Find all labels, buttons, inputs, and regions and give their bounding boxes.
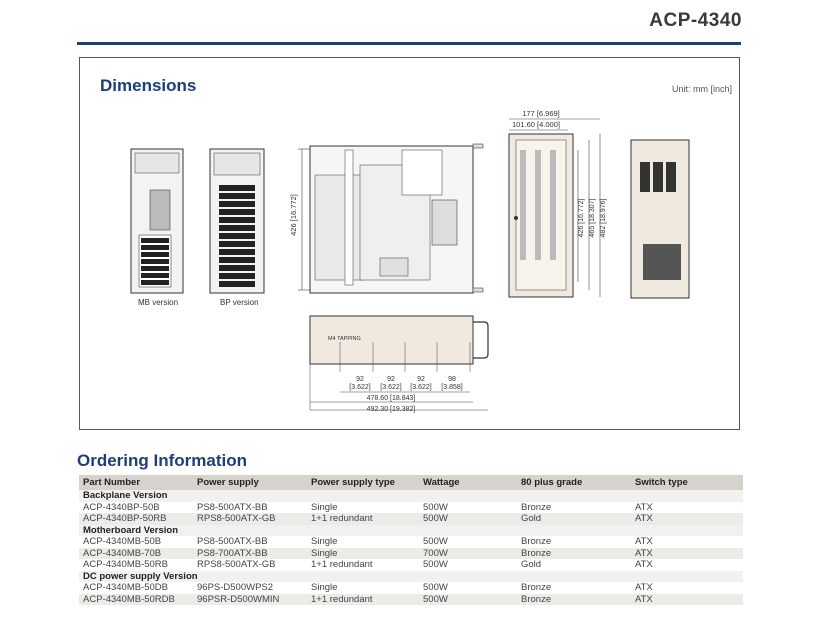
front-view-drawing xyxy=(508,118,601,298)
table-row: ACP-4340MB-50RB RPS8-500ATX-GB 1+1 redun… xyxy=(79,559,743,571)
table-cell: ACP-4340BP-50RB xyxy=(79,513,193,525)
table-row: ACP-4340MB-70B PS8-700ATX-BB Single 700W… xyxy=(79,547,743,559)
table-row: ACP-4340MB-50RDB 96PSR-D500WMIN 1+1 redu… xyxy=(79,593,743,605)
group-label: DC power supply Version xyxy=(79,570,743,582)
pitch-2-label: 92 xyxy=(387,376,395,383)
mb-version-drawing xyxy=(130,148,184,294)
unit-label: Unit: mm [inch] xyxy=(672,84,733,94)
table-cell: 500W xyxy=(419,593,517,605)
table-cell: 500W xyxy=(419,536,517,548)
table-cell: Single xyxy=(307,547,419,559)
table-cell: Bronze xyxy=(517,593,631,605)
group-row: Motherboard Version xyxy=(79,524,743,536)
table-cell: ATX xyxy=(631,547,743,559)
table-cell: PS8-500ATX-BB xyxy=(193,501,307,513)
table-cell: 700W xyxy=(419,547,517,559)
table-row: ACP-4340BP-50B PS8-500ATX-BB Single 500W… xyxy=(79,501,743,513)
table-cell: 96PSR-D500WMIN xyxy=(193,593,307,605)
column-header: Power supply xyxy=(193,475,307,490)
table-cell: 500W xyxy=(419,559,517,571)
rear-view-drawing xyxy=(630,139,690,299)
table-cell: ACP-4340BP-50B xyxy=(79,501,193,513)
pitch-3-inch-label: [3.622] xyxy=(410,384,431,391)
table-cell: ATX xyxy=(631,501,743,513)
dimensions-title: Dimensions xyxy=(100,76,197,95)
length-1-label: 478.60 [18.843] xyxy=(367,395,416,402)
table-cell: ACP-4340MB-50DB xyxy=(79,582,193,594)
table-cell: ACP-4340MB-50B xyxy=(79,536,193,548)
length-2-label: 492.30 [19.382] xyxy=(367,406,416,413)
table-cell: 1+1 redundant xyxy=(307,559,419,571)
pitch-3-label: 92 xyxy=(417,376,425,383)
header-rule xyxy=(77,42,741,45)
table-cell: ATX xyxy=(631,593,743,605)
front-h2-label: 465 [18.307] xyxy=(589,198,596,237)
table-cell: 1+1 redundant xyxy=(307,513,419,525)
table-cell: ATX xyxy=(631,582,743,594)
table-cell: Bronze xyxy=(517,501,631,513)
pitch-4-label: 98 xyxy=(448,376,456,383)
table-header-row: Part Number Power supply Power supply ty… xyxy=(79,475,743,490)
table-cell: Single xyxy=(307,536,419,548)
table-cell: Single xyxy=(307,501,419,513)
bp-version-caption: BP version xyxy=(220,298,259,307)
table-row: ACP-4340MB-50DB 96PS-D500WPS2 Single 500… xyxy=(79,582,743,594)
table-cell: RPS8-500ATX-GB xyxy=(193,513,307,525)
table-cell: 500W xyxy=(419,501,517,513)
bp-version-drawing xyxy=(209,148,265,294)
table-cell: Gold xyxy=(517,559,631,571)
front-h1-label: 426 [16.772] xyxy=(578,198,585,237)
group-label: Motherboard Version xyxy=(79,524,743,536)
dimension-drawings: 426 [16.772] 177 [6.969] 101.60 [4.000] … xyxy=(130,109,690,413)
side-height-label: 426 [16.772] xyxy=(289,194,298,236)
column-header: 80 plus grade xyxy=(517,475,631,490)
column-header: Switch type xyxy=(631,475,743,490)
table-cell: Bronze xyxy=(517,547,631,559)
pitch-4-inch-label: [3.858] xyxy=(441,384,462,391)
table-cell: Bronze xyxy=(517,582,631,594)
table-cell: ATX xyxy=(631,559,743,571)
table-cell: Bronze xyxy=(517,536,631,548)
table-cell: PS8-700ATX-BB xyxy=(193,547,307,559)
front-h3-label: 482 [18.976] xyxy=(600,198,607,237)
mb-version-caption: MB version xyxy=(138,298,179,307)
table-cell: ATX xyxy=(631,513,743,525)
table-cell: 500W xyxy=(419,582,517,594)
table-row: ACP-4340BP-50RB RPS8-500ATX-GB 1+1 redun… xyxy=(79,513,743,525)
table-cell: ACP-4340MB-50RDB xyxy=(79,593,193,605)
table-cell: 500W xyxy=(419,513,517,525)
table-cell: PS8-500ATX-BB xyxy=(193,536,307,548)
side-view-drawing xyxy=(298,143,484,294)
table-cell: 1+1 redundant xyxy=(307,593,419,605)
front-width-outer-label: 177 [6.969] xyxy=(522,109,560,118)
table-cell: ACP-4340MB-70B xyxy=(79,547,193,559)
pitch-1-inch-label: [3.622] xyxy=(349,384,370,391)
ordering-table: Part Number Power supply Power supply ty… xyxy=(79,475,743,605)
table-cell: RPS8-500ATX-GB xyxy=(193,559,307,571)
bottom-view-drawing xyxy=(309,315,489,411)
column-header: Power supply type xyxy=(307,475,419,490)
group-row: DC power supply Version xyxy=(79,570,743,582)
front-width-inner-label: 101.60 [4.000] xyxy=(512,120,560,129)
pitch-1-label: 92 xyxy=(356,376,364,383)
table-cell: ATX xyxy=(631,536,743,548)
column-header: Part Number xyxy=(79,475,193,490)
table-cell: Single xyxy=(307,582,419,594)
group-row: Backplane Version xyxy=(79,490,743,502)
column-header: Wattage xyxy=(419,475,517,490)
table-cell: 96PS-D500WPS2 xyxy=(193,582,307,594)
m4-tapping-label: M4 TAPPING xyxy=(328,336,361,342)
ordering-title: Ordering Information xyxy=(77,451,247,470)
table-row: ACP-4340MB-50B PS8-500ATX-BB Single 500W… xyxy=(79,536,743,548)
table-cell: Gold xyxy=(517,513,631,525)
table-cell: ACP-4340MB-50RB xyxy=(79,559,193,571)
group-label: Backplane Version xyxy=(79,490,743,502)
pitch-2-inch-label: [3.622] xyxy=(380,384,401,391)
product-title: ACP-4340 xyxy=(649,10,742,31)
